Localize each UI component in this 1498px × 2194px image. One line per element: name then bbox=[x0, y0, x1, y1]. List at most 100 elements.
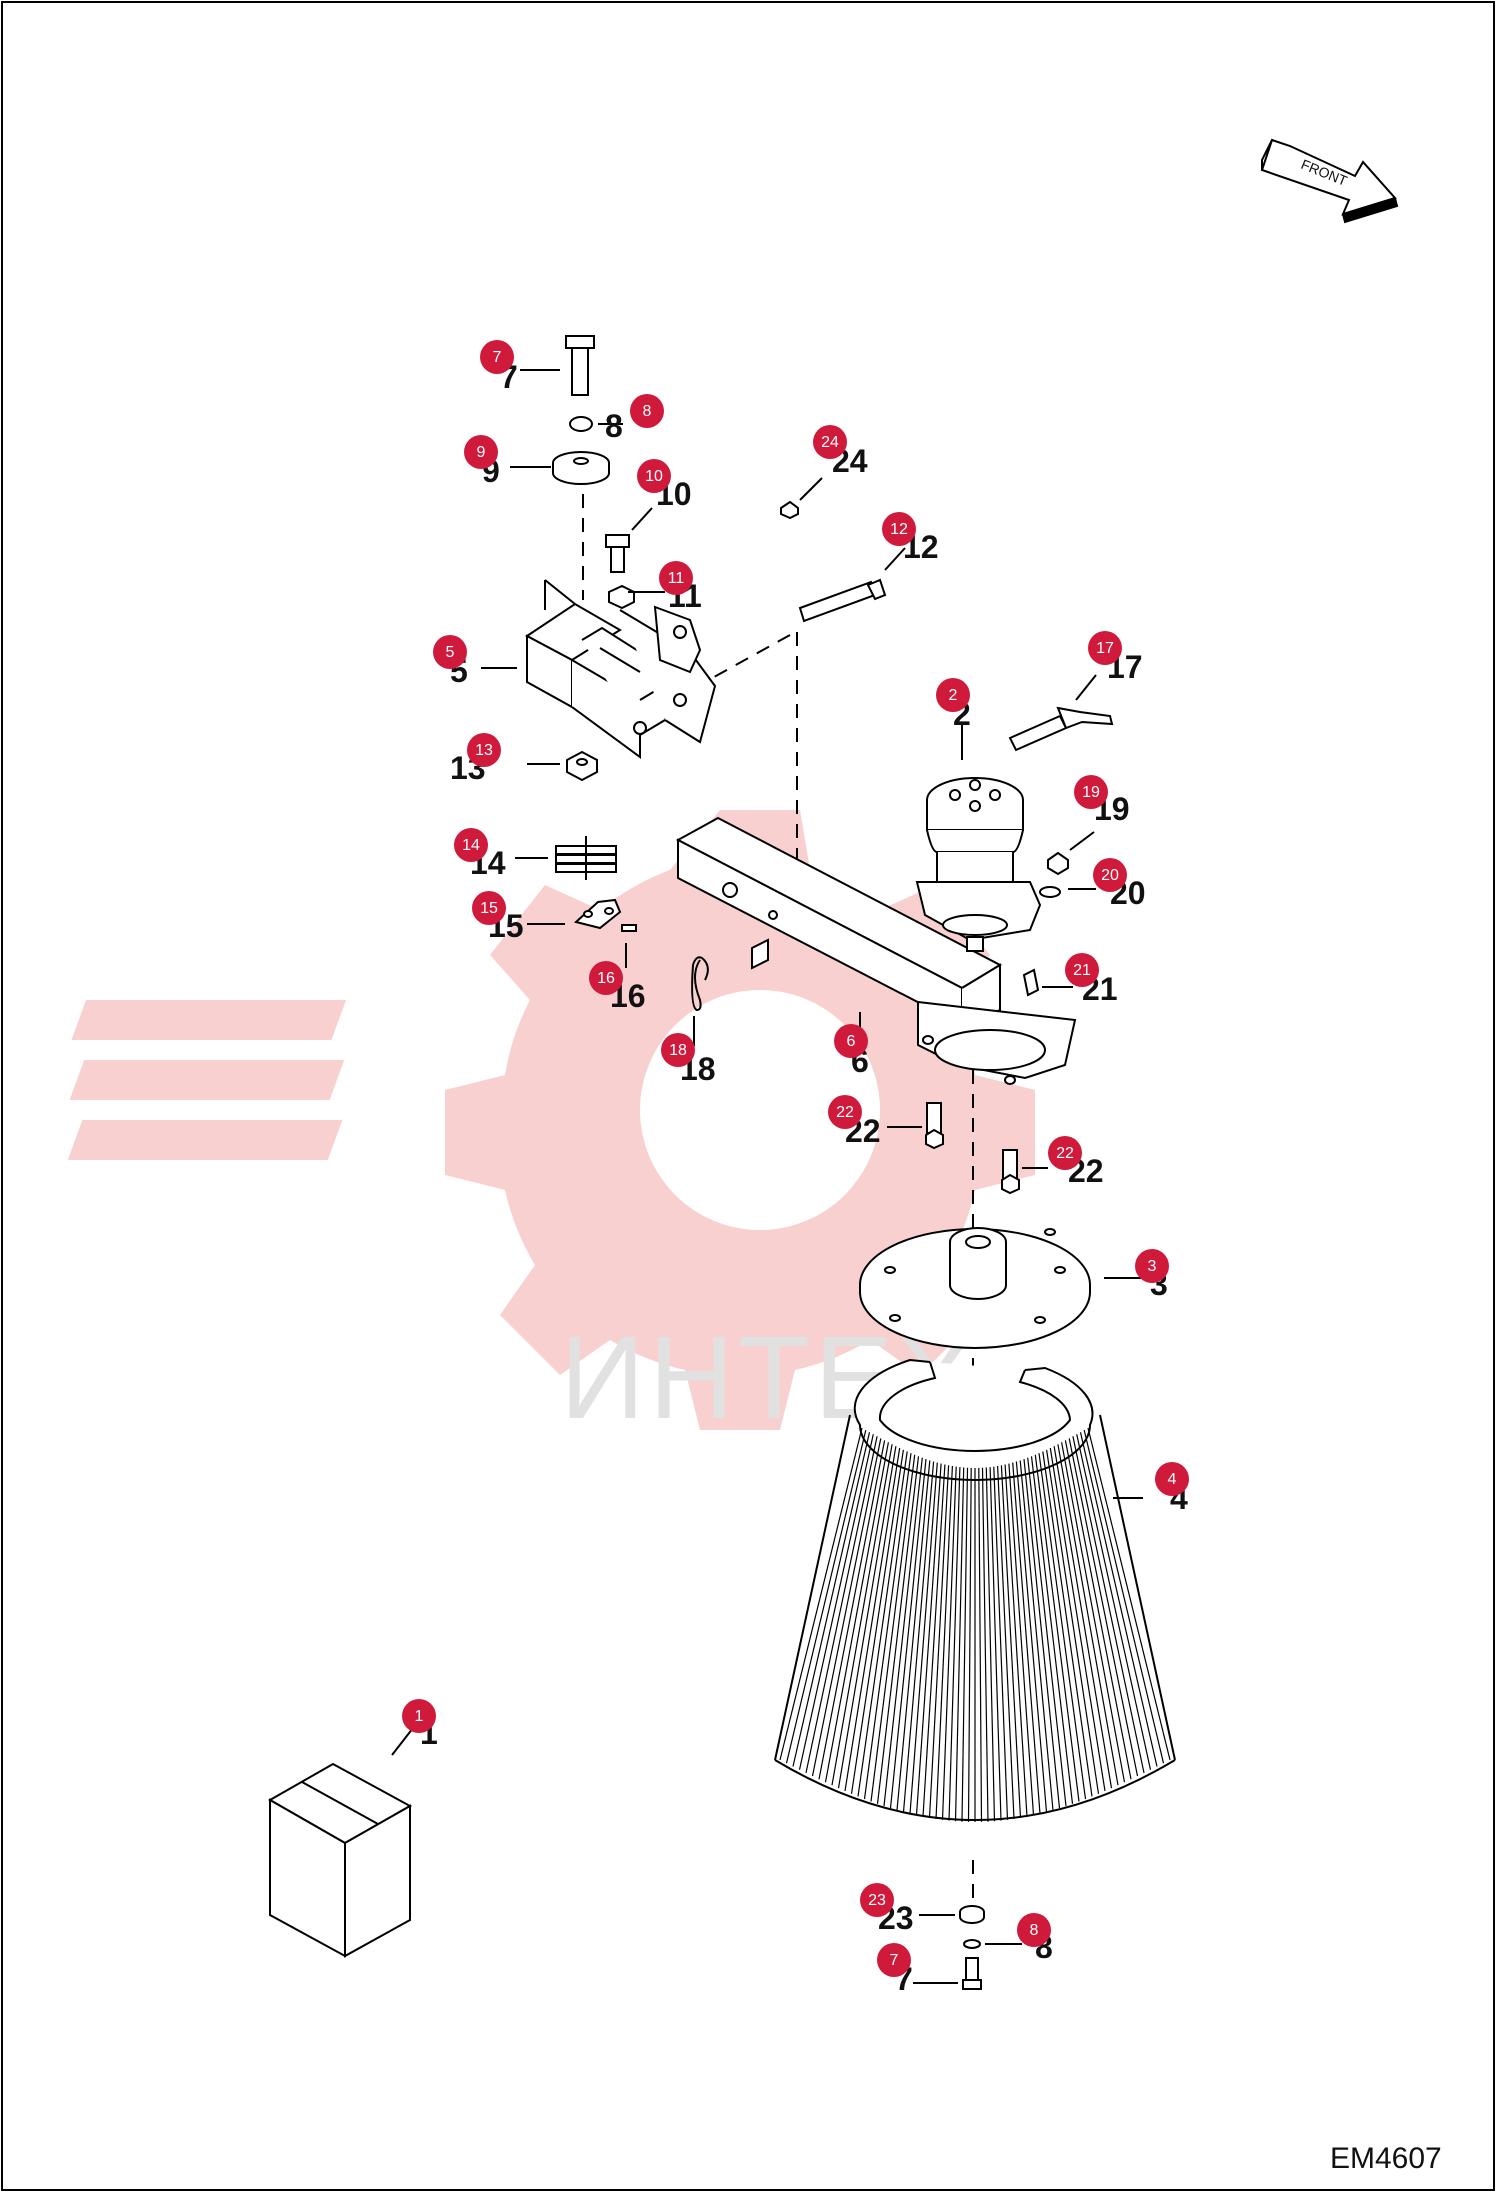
bristle-line bbox=[1008, 1463, 1035, 1816]
callout-badge-label: 8 bbox=[1030, 1922, 1039, 1939]
callout-badge-label: 1 bbox=[415, 1708, 424, 1725]
bristle-line bbox=[941, 1466, 957, 1820]
bristle-line bbox=[1019, 1460, 1054, 1811]
hardware-parts bbox=[1022, 851, 1069, 997]
bristle-line bbox=[989, 1467, 1002, 1821]
bristle-line bbox=[1072, 1436, 1145, 1774]
callout-c4: 44 bbox=[1155, 1462, 1189, 1516]
bristle-line bbox=[902, 1461, 935, 1813]
front-arrow-icon: FRONT bbox=[1260, 138, 1399, 224]
callout-badge bbox=[936, 678, 970, 712]
callout-badge bbox=[454, 828, 488, 862]
bristle-line bbox=[883, 1457, 923, 1807]
callout-c9: 99 bbox=[464, 435, 500, 489]
bristle-line bbox=[985, 1467, 996, 1822]
callout-badge-label: 6 bbox=[847, 1033, 856, 1050]
callout-badge-label: 20 bbox=[1101, 867, 1119, 884]
top-bolt-part bbox=[552, 335, 610, 485]
callout-badge bbox=[882, 512, 916, 546]
bristle-line bbox=[1030, 1456, 1074, 1804]
bristle-line bbox=[1064, 1440, 1132, 1780]
callout-badge-label: 17 bbox=[1096, 640, 1114, 657]
callout-badge bbox=[877, 1943, 911, 1977]
bristle-line bbox=[811, 1438, 882, 1777]
small-bolt-part bbox=[605, 534, 635, 610]
callout-badge-label: 13 bbox=[475, 742, 493, 759]
bristle-line bbox=[1015, 1461, 1048, 1813]
callout-badge bbox=[467, 733, 501, 767]
callout-badge-label: 3 bbox=[1148, 1258, 1157, 1275]
bristle-line bbox=[1076, 1434, 1152, 1770]
bristle-line bbox=[1087, 1427, 1171, 1761]
bristle-line bbox=[876, 1456, 920, 1804]
callout-badge bbox=[1155, 1462, 1189, 1496]
hose-fitting-part bbox=[1008, 706, 1114, 752]
bristle-line bbox=[993, 1466, 1009, 1820]
callout-badge-label: 8 bbox=[643, 403, 652, 420]
bristle-line bbox=[818, 1440, 886, 1780]
callout-badge bbox=[630, 394, 664, 428]
bristle-line bbox=[909, 1462, 938, 1814]
callout-leaders bbox=[391, 369, 1143, 1984]
bristle-line bbox=[967, 1467, 972, 1822]
bristle-line bbox=[954, 1467, 965, 1822]
callout-badge bbox=[472, 891, 506, 925]
callout-badge bbox=[480, 340, 514, 374]
bristle-line bbox=[1046, 1449, 1100, 1794]
callout-badge bbox=[464, 435, 498, 469]
callout-badge bbox=[661, 1033, 695, 1067]
bristle-line bbox=[1057, 1444, 1119, 1786]
callout-badge bbox=[828, 1095, 862, 1129]
callout-badge bbox=[589, 961, 623, 995]
callout-c2: 22 bbox=[936, 678, 971, 732]
callout-badge-label: 21 bbox=[1073, 962, 1091, 979]
callout-c5: 55 bbox=[433, 635, 468, 689]
bristle-line bbox=[1083, 1429, 1165, 1764]
bristle-line bbox=[1004, 1464, 1028, 1817]
bristle-line bbox=[785, 1429, 867, 1764]
bristle-line bbox=[922, 1464, 946, 1817]
callout-c3: 33 bbox=[1135, 1249, 1169, 1302]
bristle-line bbox=[978, 1467, 983, 1822]
plate-part bbox=[859, 1227, 1091, 1349]
callout-number: 8 bbox=[605, 408, 623, 444]
bristle-line bbox=[1053, 1446, 1113, 1789]
brush-part bbox=[774, 1358, 1176, 1822]
bristle-line bbox=[857, 1451, 908, 1797]
callout-badge-label: 4 bbox=[1168, 1471, 1177, 1488]
callout-badge bbox=[402, 1699, 436, 1733]
grease-fitting-part bbox=[780, 500, 799, 520]
callout-badge-label: 7 bbox=[493, 349, 502, 366]
callout-badge-label: 10 bbox=[645, 468, 663, 485]
bristle-line bbox=[824, 1442, 889, 1783]
bristle-line bbox=[870, 1454, 916, 1802]
bristle-line bbox=[831, 1444, 893, 1786]
bristle-line bbox=[1034, 1454, 1080, 1802]
bristle-line bbox=[1023, 1459, 1061, 1809]
callout-c7a: 77 bbox=[480, 340, 518, 395]
motor-part bbox=[915, 777, 1042, 952]
bristle-line bbox=[981, 1467, 989, 1822]
callout-badge bbox=[1093, 858, 1127, 892]
callout-badge bbox=[834, 1024, 868, 1058]
bristle-line bbox=[1000, 1465, 1022, 1818]
bristle-line bbox=[863, 1453, 912, 1800]
callout-c7b: 77 bbox=[877, 1943, 913, 1997]
callout-badge-label: 2 bbox=[949, 687, 958, 704]
document-code: EM4607 bbox=[1330, 2142, 1442, 2175]
bristle-line bbox=[896, 1460, 931, 1811]
bristle-line bbox=[997, 1465, 1015, 1820]
bristle-line bbox=[948, 1467, 961, 1821]
callout-c1: 11 bbox=[402, 1699, 438, 1751]
bristle-line bbox=[915, 1463, 942, 1816]
